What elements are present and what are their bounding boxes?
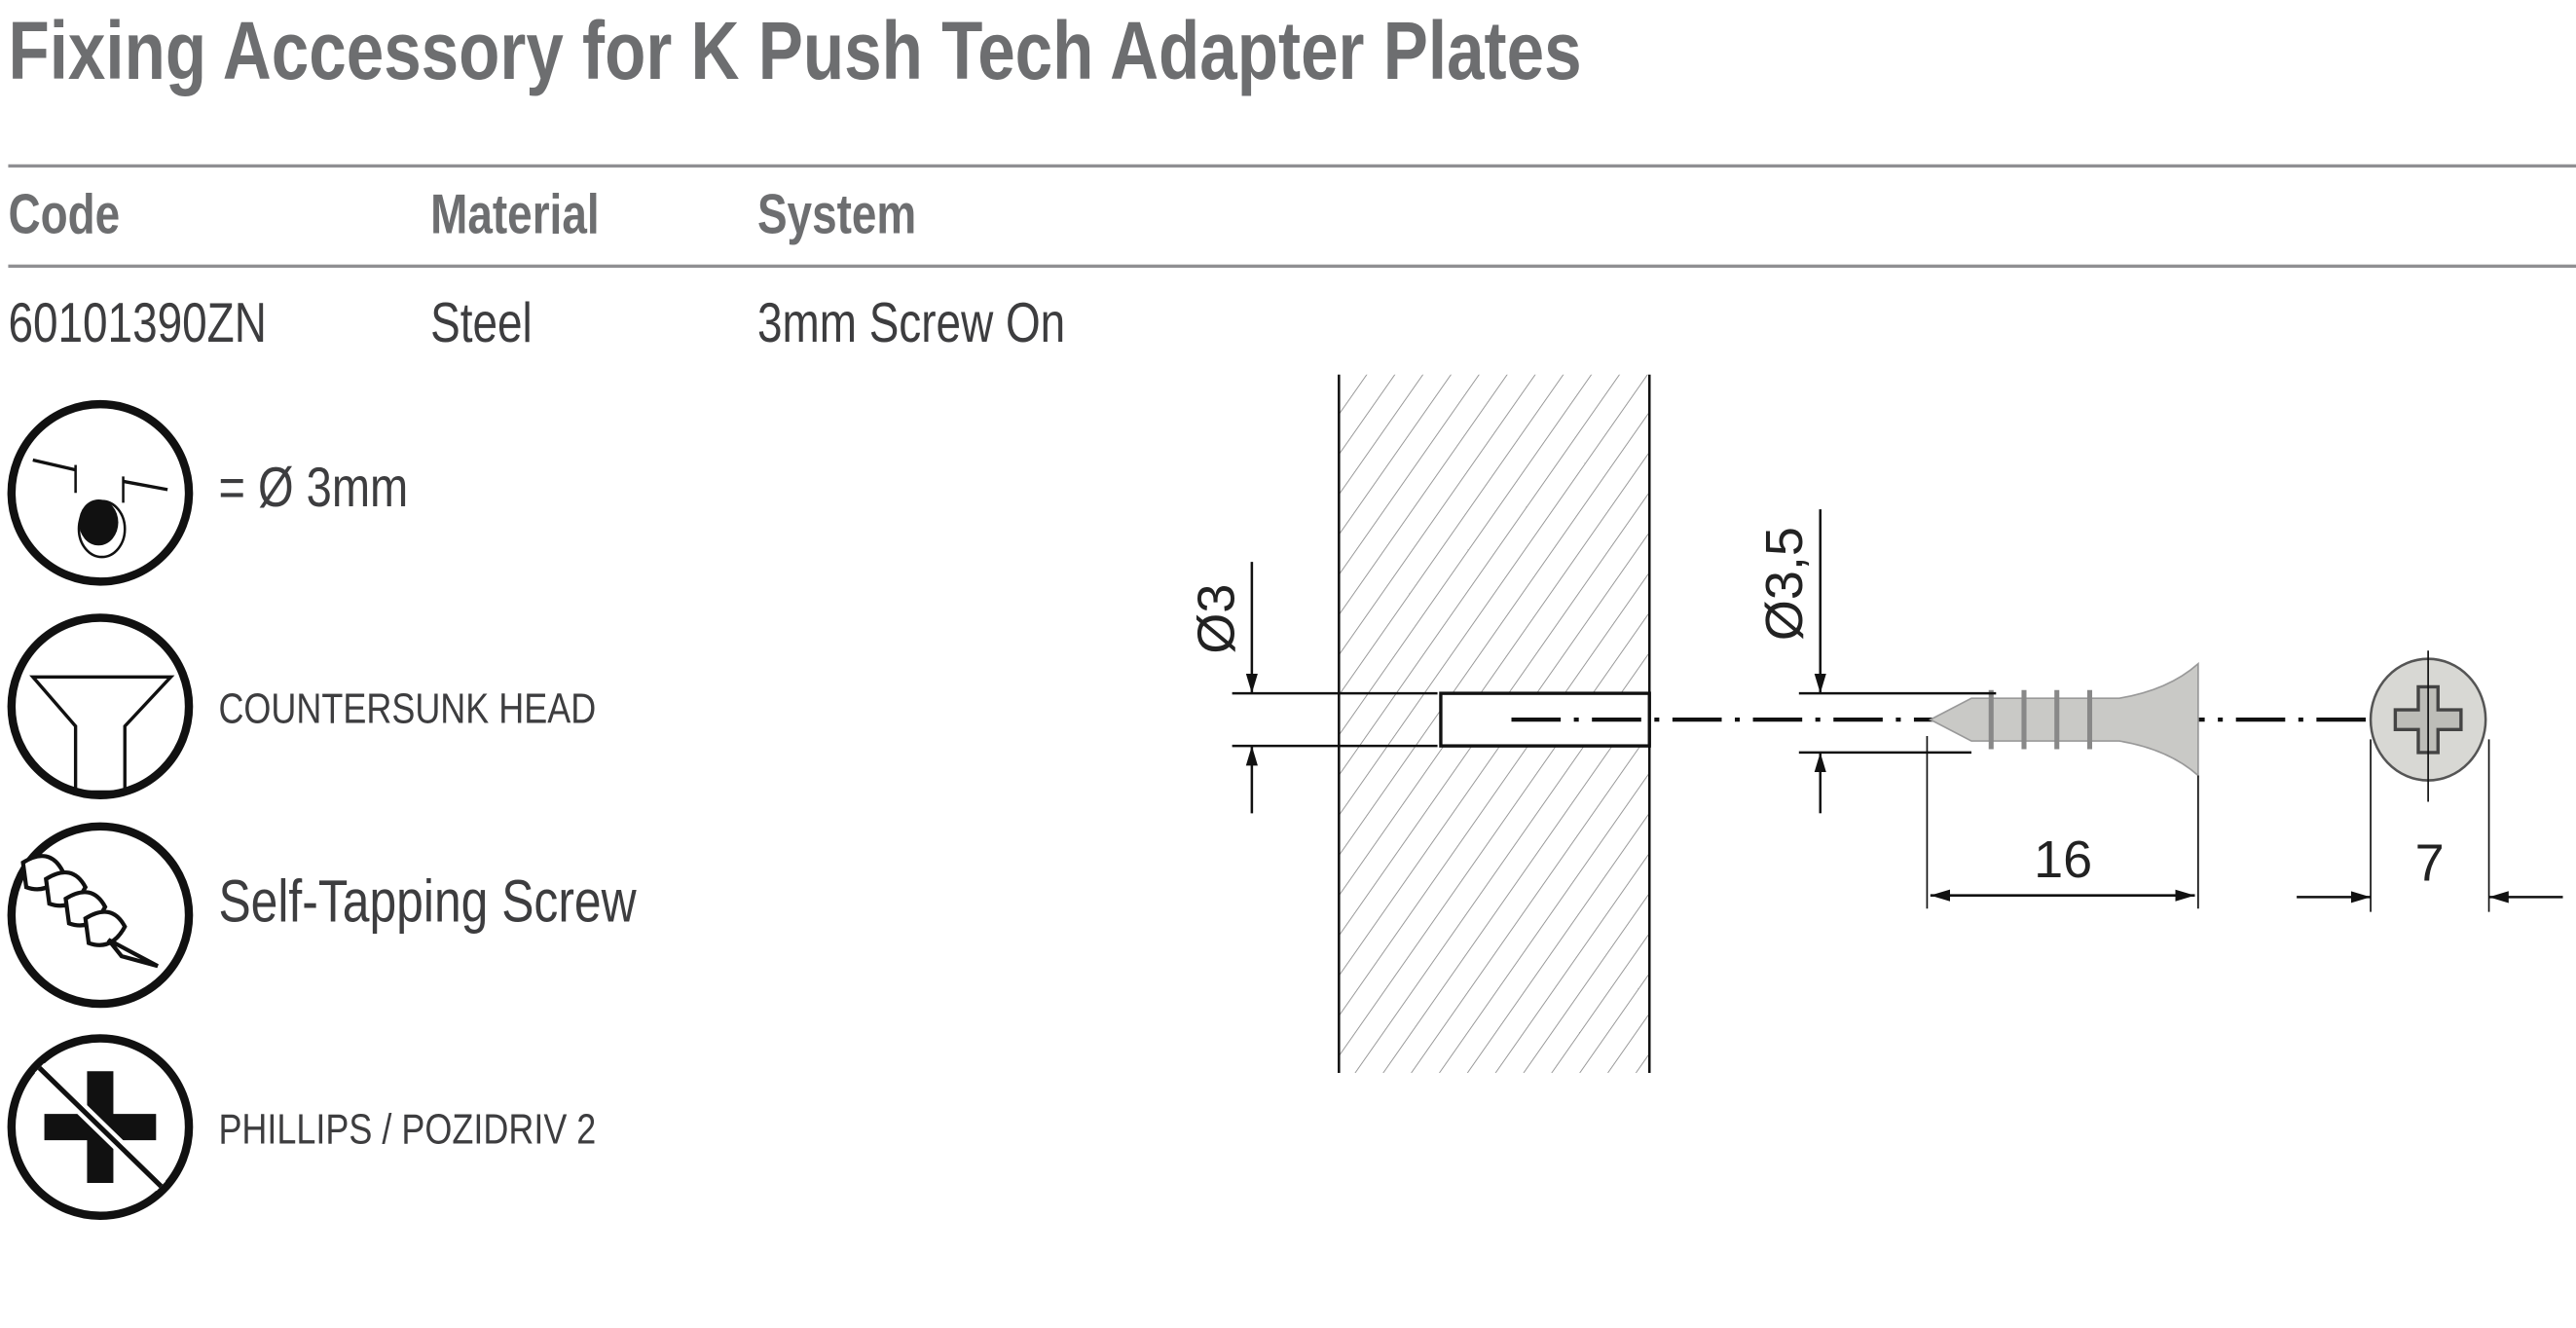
feature-label-diameter: = Ø 3mm xyxy=(218,457,409,520)
divider xyxy=(8,264,2576,269)
cell-code: 60101390ZN xyxy=(8,292,267,355)
cell-material: Steel xyxy=(430,292,533,355)
feature-label-countersunk: COUNTERSUNK HEAD xyxy=(218,683,597,733)
countersunk-head-icon xyxy=(7,613,194,799)
dimension-head-diameter: 7 xyxy=(2414,832,2445,893)
cell-system: 3mm Screw On xyxy=(756,292,1066,355)
page-title: Fixing Accessory for K Push Tech Adapter… xyxy=(8,5,1582,97)
self-tapping-screw-icon xyxy=(7,822,194,1009)
feature-label-self-tapping: Self-Tapping Screw xyxy=(218,867,637,936)
installation-drawing xyxy=(1232,374,2563,1073)
header-code: Code xyxy=(8,184,121,247)
header-material: Material xyxy=(430,184,600,247)
dimension-screw-diameter: Ø3,5 xyxy=(1754,527,1814,642)
phillips-pozidriv-icon xyxy=(7,1034,194,1220)
feature-label-drive: PHILLIPS / POZIDRIV 2 xyxy=(218,1104,597,1154)
header-system: System xyxy=(756,184,917,247)
dimension-hole-diameter: Ø3 xyxy=(1186,583,1246,654)
divider xyxy=(8,164,2576,168)
drill-diameter-icon xyxy=(7,399,194,586)
dimension-screw-length: 16 xyxy=(2034,830,2093,889)
